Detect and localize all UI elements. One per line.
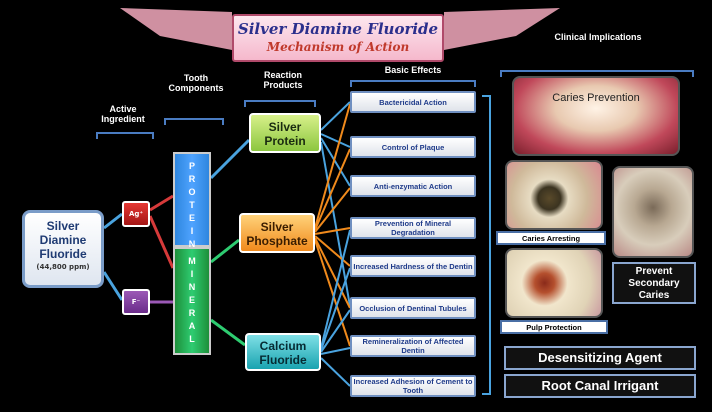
protein-letter: O: [175, 186, 209, 199]
bracket-tooth: [164, 118, 224, 125]
mineral-letter: L: [175, 333, 209, 346]
protein-letter: T: [175, 199, 209, 212]
arrow-mineral-silverphosphate: [211, 240, 239, 262]
effect-prevent-degradation: Prevention of Mineral Degradation: [350, 217, 476, 239]
arrow-source-ag: [104, 214, 122, 228]
effect-anti-enzymatic: Anti-enzymatic Action: [350, 175, 476, 197]
mineral-letter: A: [175, 320, 209, 333]
source-compound-box: Silver Diamine Fluoride (44,800 ppm): [22, 210, 104, 288]
link-ph-e7: [315, 240, 350, 346]
protein-letter: P: [175, 160, 209, 173]
effect-occlusion: Occlusion of Dentinal Tubules: [350, 297, 476, 319]
silver-ion-box: Ag⁺: [122, 201, 150, 227]
source-line-2: Diamine: [25, 233, 101, 247]
calcium-fluoride-box: Calcium Fluoride: [245, 333, 321, 371]
effects-bracket: [482, 96, 490, 394]
ribbon-left: [120, 8, 232, 50]
bracket-products: [244, 100, 316, 107]
secondary-caries-photo: [612, 166, 694, 258]
link-ph-e2: [315, 149, 350, 230]
protein-letter: E: [175, 212, 209, 225]
product-label: Fluoride: [247, 353, 319, 367]
product-label: Silver: [241, 220, 313, 234]
link-ph-e4: [315, 228, 350, 234]
product-label: Phosphate: [241, 234, 313, 248]
source-line-1: Silver: [25, 219, 101, 233]
desensitizing-agent-label: Desensitizing Agent: [504, 346, 696, 370]
mineral-letter: M: [175, 255, 209, 268]
header-clinical-implications: Clinical Implications: [548, 32, 648, 42]
protein-letter: R: [175, 173, 209, 186]
caries-arresting-photo: [505, 160, 603, 230]
bracket-effects: [350, 80, 476, 87]
header-basic-effects: Basic Effects: [368, 65, 458, 75]
product-label: Protein: [251, 134, 319, 148]
fluoride-ion-box: F⁻: [122, 289, 150, 315]
header-tooth-components: Tooth Components: [166, 73, 226, 93]
effect-bactericidal: Bactericidal Action: [350, 91, 476, 113]
link-cf-e7: [321, 348, 350, 354]
effect-adhesion: Increased Adhesion of Cement to Tooth: [350, 375, 476, 397]
diagram-subtitle: Mechanism of Action: [234, 40, 442, 54]
caries-prevention-label: Caries Prevention: [514, 92, 678, 105]
header-active-ingredient: Active Ingredient: [88, 104, 158, 124]
pulp-protection-photo: [505, 248, 603, 318]
title-banner: Silver Diamine Fluoride Mechanism of Act…: [232, 14, 444, 62]
teeth-photo: Caries Prevention: [512, 76, 680, 156]
caries-arresting-caption: Caries Arresting: [496, 231, 606, 245]
arrow-protein-silverprotein: [211, 140, 249, 178]
arrow-ag-protein: [150, 196, 173, 210]
pulp-protection-caption: Pulp Protection: [500, 320, 608, 334]
bracket-active: [96, 132, 154, 139]
diagram-title: Silver Diamine Fluoride: [234, 20, 442, 38]
header-reaction-products: Reaction Products: [250, 70, 316, 90]
root-canal-irrigant-label: Root Canal Irrigant: [504, 374, 696, 398]
arrow-ag-mineral: [150, 216, 173, 268]
protein-column: P R O T E I N: [173, 152, 211, 247]
mineral-letter: E: [175, 294, 209, 307]
effect-remineralization: Remineralization of Affected Dentin: [350, 335, 476, 357]
arrow-mineral-calciumfluoride: [211, 320, 245, 345]
mineral-column: M I N E R A L: [173, 247, 211, 355]
prevent-secondary-caries-caption: Prevent Secondary Caries: [612, 262, 696, 304]
silver-protein-box: Silver Protein: [249, 113, 321, 153]
product-label: Calcium: [247, 339, 319, 353]
effect-hardness: Increased Hardness of the Dentin: [350, 255, 476, 277]
silver-phosphate-box: Silver Phosphate: [239, 213, 315, 253]
ribbon-right: [444, 8, 560, 50]
effect-plaque-control: Control of Plaque: [350, 136, 476, 158]
mineral-letter: R: [175, 307, 209, 320]
mineral-letter: N: [175, 281, 209, 294]
mineral-letter: I: [175, 268, 209, 281]
arrow-source-f: [104, 272, 122, 300]
source-line-3: Fluoride: [25, 247, 101, 261]
product-label: Silver: [251, 120, 319, 134]
link-cf-e8: [321, 358, 350, 386]
protein-letter: I: [175, 225, 209, 238]
source-concentration: (44,800 ppm): [25, 263, 101, 271]
